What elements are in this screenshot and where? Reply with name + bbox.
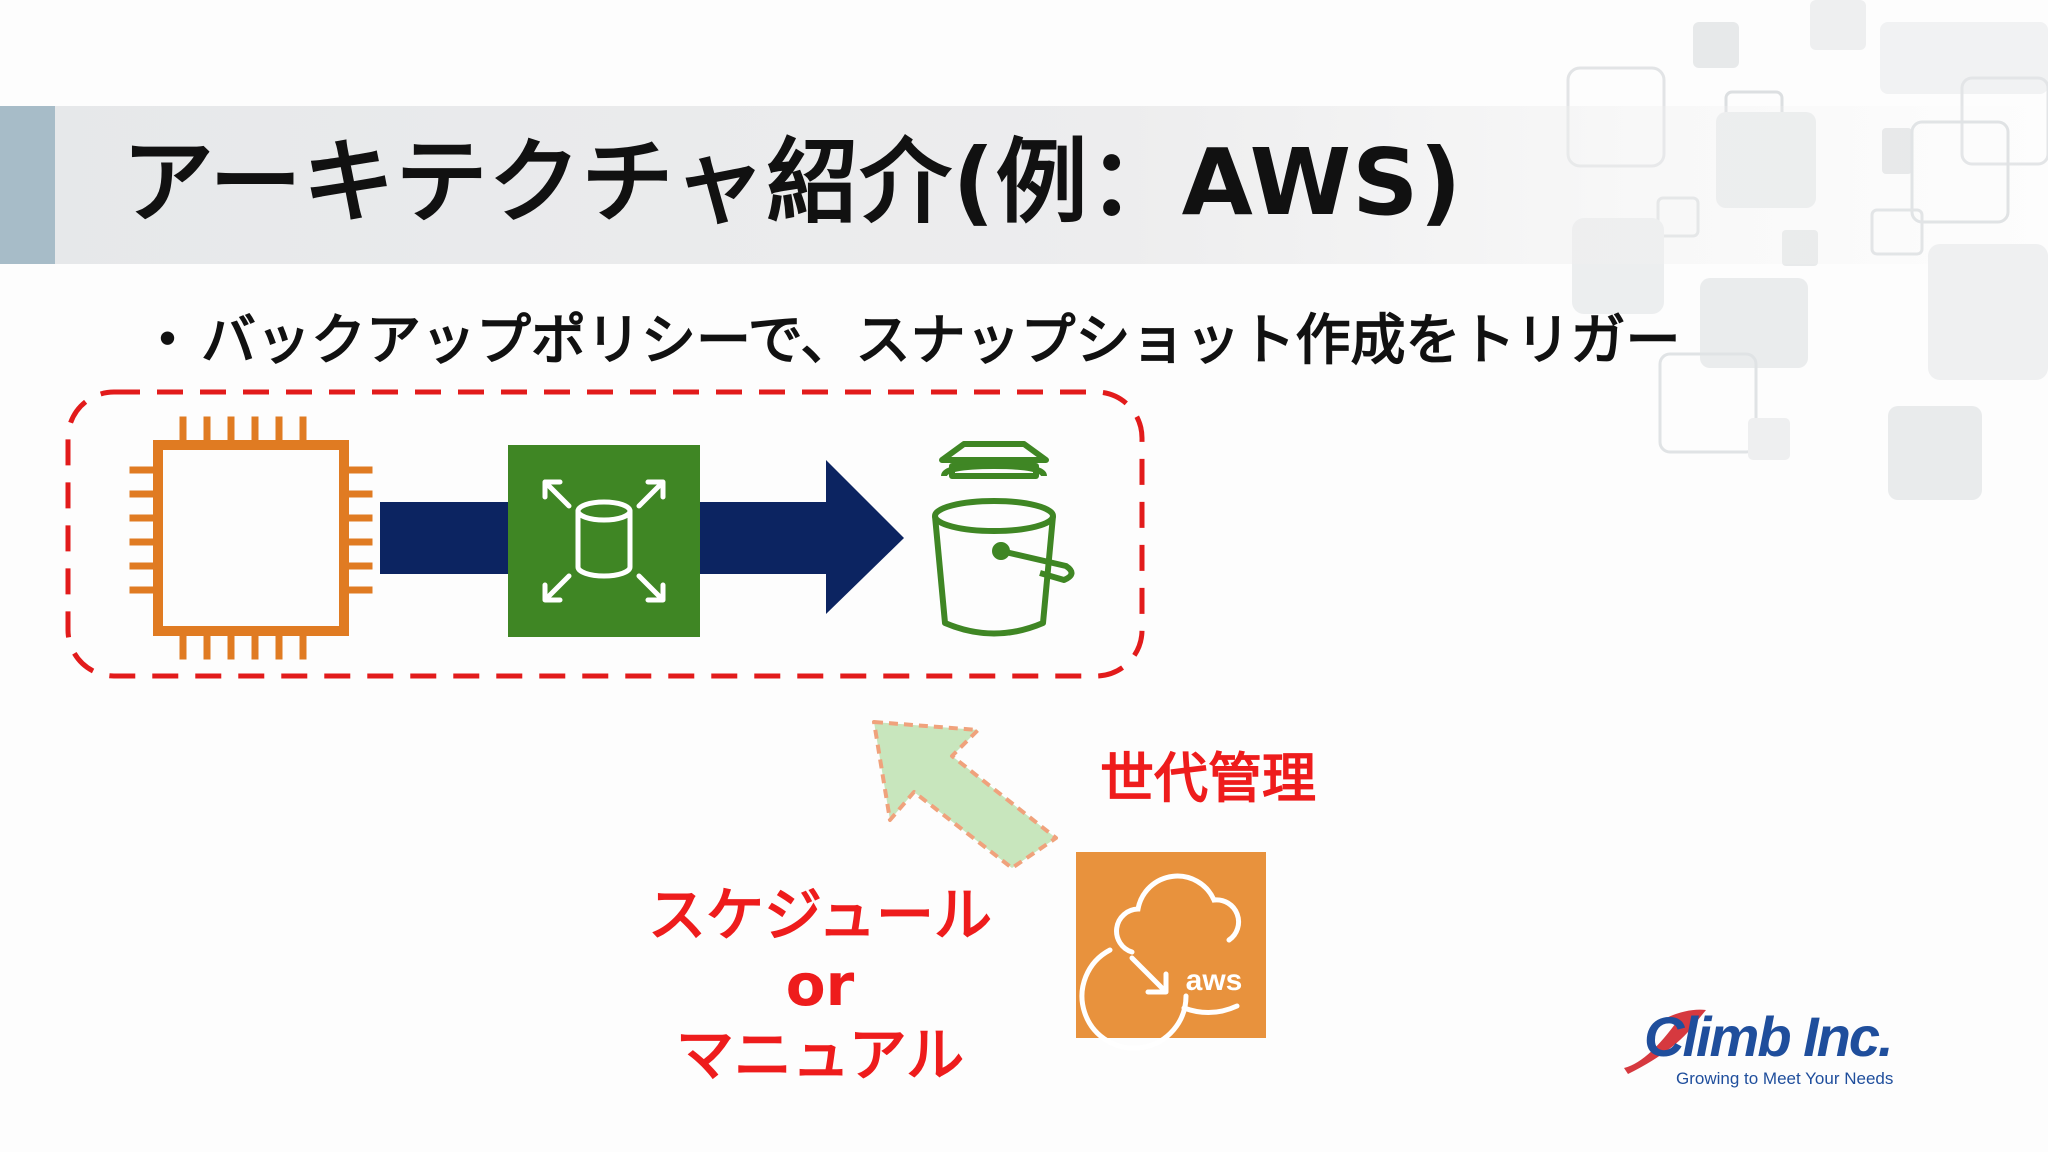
logo-tagline: Growing to Meet Your Needs: [1676, 1069, 1893, 1088]
schedule-or-manual-label: スケジュール or マニュアル: [630, 880, 1010, 1090]
generation-management-label: 世代管理: [1100, 747, 1316, 810]
dashed-group-border: [65, 389, 1145, 679]
s3-bucket-icon: [932, 441, 1075, 637]
ec2-instance-icon: [129, 416, 373, 660]
bullet-point: ・バックアップポリシーで、スナップショット作成をトリガー: [140, 300, 1681, 380]
ebs-volume-icon: [508, 445, 700, 637]
bullet-text: バックアップポリシーで、スナップショット作成をトリガー: [201, 308, 1681, 372]
schedule-label-line-3: マニュアル: [675, 1021, 965, 1089]
climb-logo: Climb Inc. Growing to Meet Your Needs: [1624, 1005, 1894, 1088]
schedule-label-line-2: or: [785, 951, 855, 1019]
trigger-arrow: [872, 720, 1058, 870]
title-accent-bar: [0, 106, 55, 264]
aws-backup-icon-text: aws: [1186, 964, 1243, 997]
slide-title: アーキテクチャ紹介(例：AWS): [122, 129, 1463, 236]
bullet-marker: ・: [140, 308, 196, 372]
schedule-label-line-1: スケジュール: [648, 881, 992, 949]
logo-name: Climb Inc.: [1644, 1005, 1892, 1068]
aws-backup-icon: aws: [1076, 852, 1266, 1051]
title-band: [0, 106, 2048, 264]
